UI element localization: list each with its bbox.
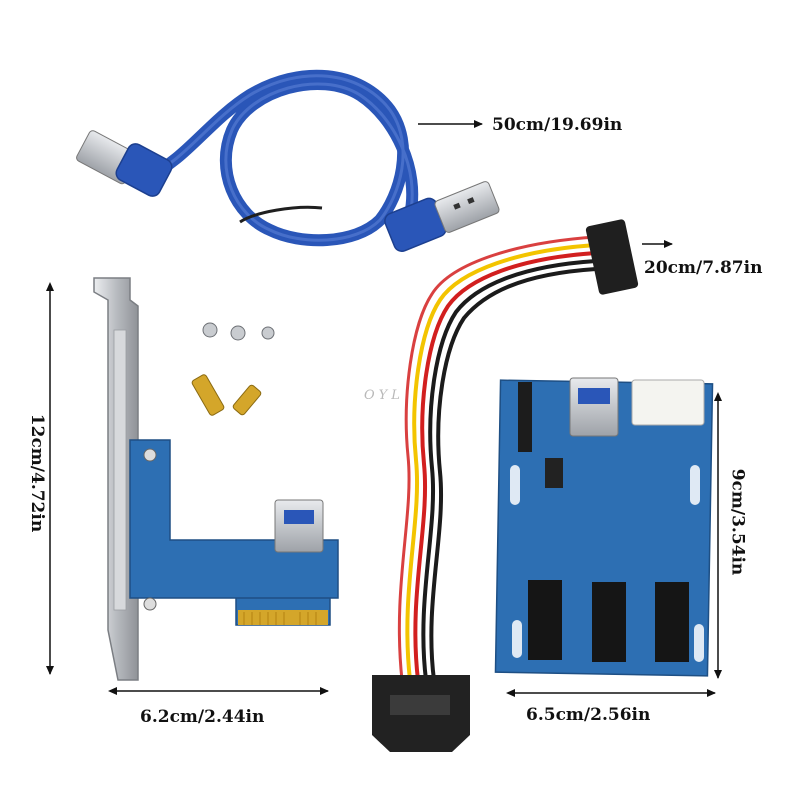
usb-plug-right [384, 181, 500, 252]
power-cable-length-label: 20cm/7.87in [644, 258, 763, 278]
cable-length-label: 50cm/19.69in [492, 115, 623, 135]
pcie-bracket [93, 277, 139, 681]
board-width-label: 6.5cm/2.56in [526, 705, 651, 725]
sata-power-cable [372, 219, 639, 752]
watermark: OYL [364, 388, 404, 403]
card-width-label: 6.2cm/2.44in [140, 707, 265, 727]
usb-plug-left [76, 130, 173, 197]
screws-and-standoffs [191, 322, 275, 416]
pcie-splitter-board [494, 377, 714, 677]
board-height-label: 9cm/3.54in [727, 468, 748, 576]
usb-cable [76, 69, 500, 252]
dimension-arrows [46, 120, 722, 697]
pcie-x1-adapter-card [129, 439, 339, 626]
bracket-height-label: 12cm/4.72in [27, 413, 48, 533]
